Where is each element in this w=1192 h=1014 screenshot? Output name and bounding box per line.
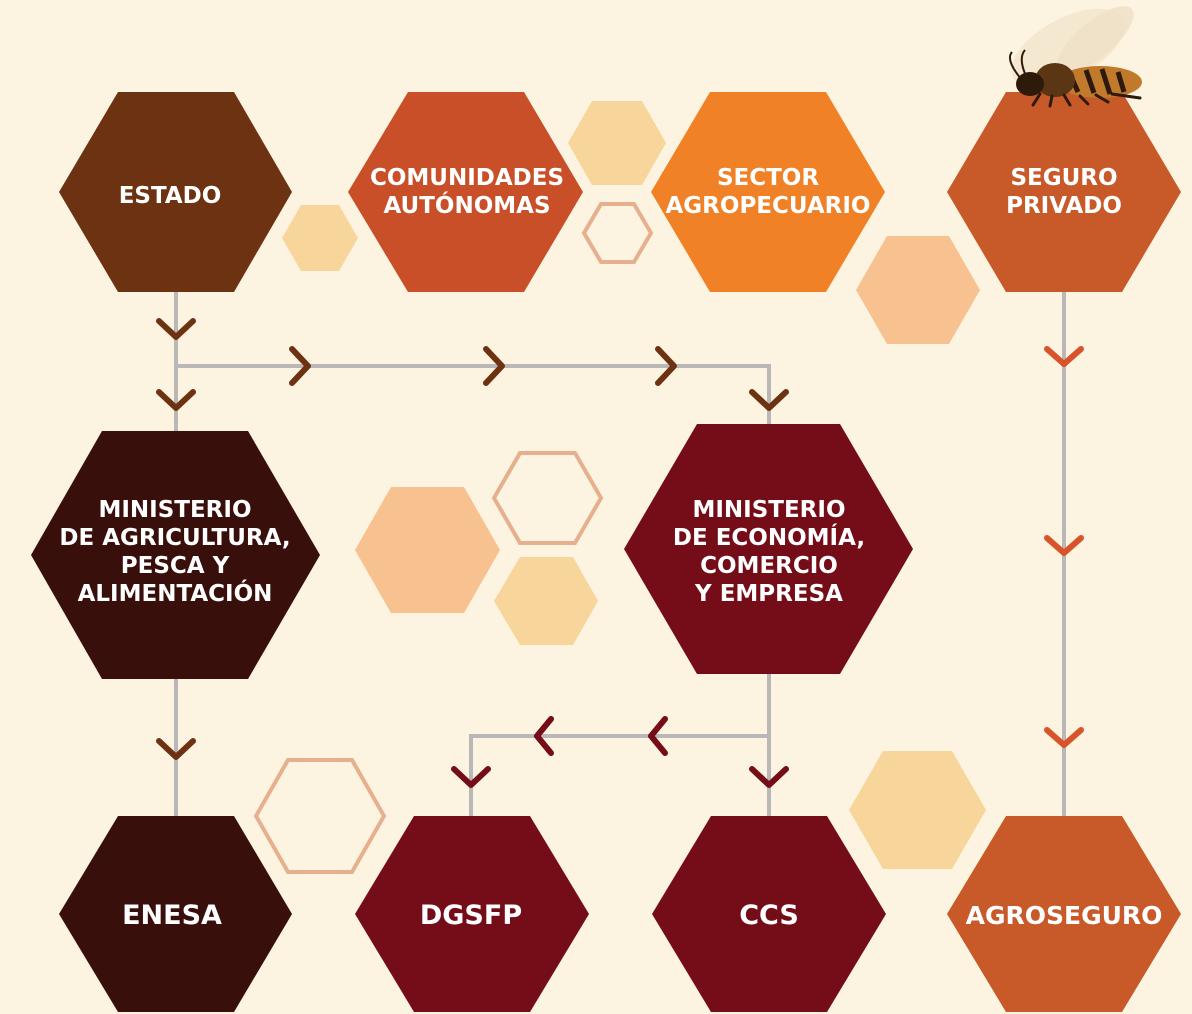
deco-hex-light [494, 557, 598, 645]
node-ccs-hexagon [652, 816, 886, 1012]
deco-hex-light [568, 101, 666, 185]
arrow-down-icon [749, 389, 789, 411]
deco-hex-light [282, 205, 358, 271]
arrow-right-icon [483, 346, 505, 386]
node-agroseguro-hexagon [947, 816, 1181, 1012]
line-mineco-to-dgsfp [469, 672, 771, 818]
deco-hex-peach [856, 236, 980, 344]
arrow-left-icon [534, 716, 554, 756]
line-estado-to-mineco [176, 364, 771, 425]
arrow-down-icon [749, 766, 789, 788]
arrow-down-icon [451, 766, 491, 788]
deco-hex-outline [253, 758, 387, 874]
arrow-down-icon [156, 389, 196, 411]
deco-hex-peach [355, 487, 500, 613]
arrow-down-icon [1044, 727, 1084, 748]
node-agroseguro-label: AGROSEGURO [966, 901, 1163, 930]
deco-hex-light [849, 751, 986, 869]
node-dgsfp-label: DGSFP [420, 900, 522, 931]
node-mineco-hexagon [624, 424, 913, 674]
decorative-hexagons [253, 101, 986, 874]
node-dgsfp-hexagon [355, 816, 589, 1012]
arrow-left-icon [648, 716, 668, 756]
node-estado-hexagon [59, 92, 292, 292]
node-comunidades-hexagon [348, 92, 583, 292]
node-mapa-hexagon [31, 431, 320, 679]
arrow-right-icon [655, 346, 677, 386]
arrow-right-icon [289, 346, 311, 386]
arrow-down-icon [1044, 535, 1084, 556]
node-enesa-hexagon [59, 816, 292, 1012]
arrow-down-icon [156, 738, 196, 760]
node-estado-label: ESTADO [119, 183, 222, 209]
node-seguro-hexagon [947, 92, 1181, 292]
node-hexagons [31, 92, 1181, 1012]
deco-hex-outline [491, 451, 604, 545]
arrow-down-icon [156, 318, 196, 340]
arrows [156, 318, 1084, 788]
honeybee-icon [1009, 6, 1142, 108]
node-enesa-label: ENESA [122, 900, 222, 931]
node-ccs-label: CCS [739, 900, 799, 931]
deco-hex-outline [581, 202, 654, 264]
arrow-down-icon [1044, 346, 1084, 367]
node-sector-hexagon [651, 92, 885, 292]
